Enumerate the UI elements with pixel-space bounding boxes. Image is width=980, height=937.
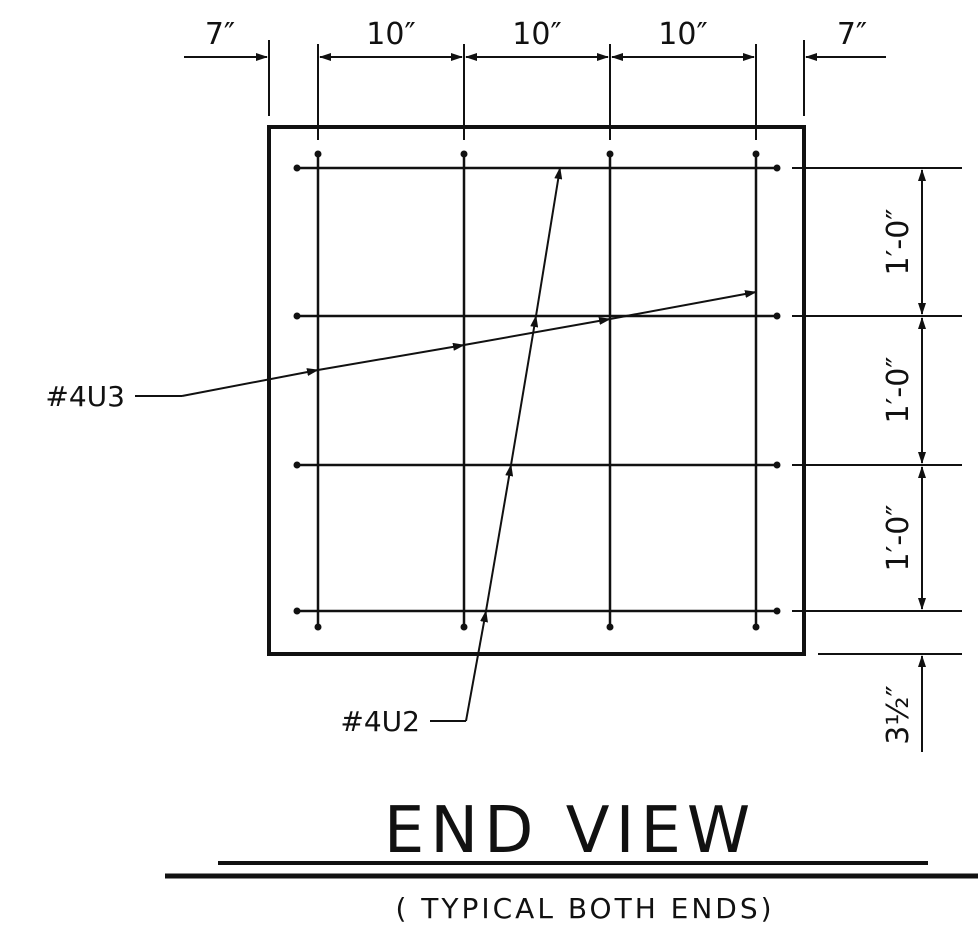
callout-u3-leader: [135, 290, 757, 397]
dim-top-left-cover: 7″: [205, 17, 235, 52]
top-dimension-chain: [184, 40, 886, 140]
callout-u2-leader: [430, 167, 563, 722]
dim-side-spacing-2: 1′-0″: [881, 356, 916, 423]
view-title: END VIEW: [384, 794, 756, 868]
dim-side-spacing-3: 1′-0″: [881, 504, 916, 571]
horizontal-bar-ends: [293, 164, 781, 615]
dim-top-right-cover: 7″: [837, 17, 867, 52]
vertical-bars: [316, 154, 758, 627]
section-outline: [267, 125, 806, 656]
dim-bottom-cover: 3½″: [881, 685, 916, 744]
side-dimension-chain: [792, 167, 962, 752]
dim-side-spacing-1: 1′-0″: [881, 208, 916, 275]
view-subtitle: ( TYPICAL BOTH ENDS): [395, 892, 774, 925]
callout-u2-label: #4U2: [340, 705, 420, 738]
dim-top-spacing-1: 10″: [366, 17, 415, 52]
callout-u3-label: #4U3: [45, 380, 125, 413]
dim-top-spacing-2: 10″: [512, 17, 561, 52]
vertical-bar-ends: [314, 150, 760, 631]
horizontal-bars: [297, 166, 777, 613]
dim-top-spacing-3: 10″: [658, 17, 707, 52]
